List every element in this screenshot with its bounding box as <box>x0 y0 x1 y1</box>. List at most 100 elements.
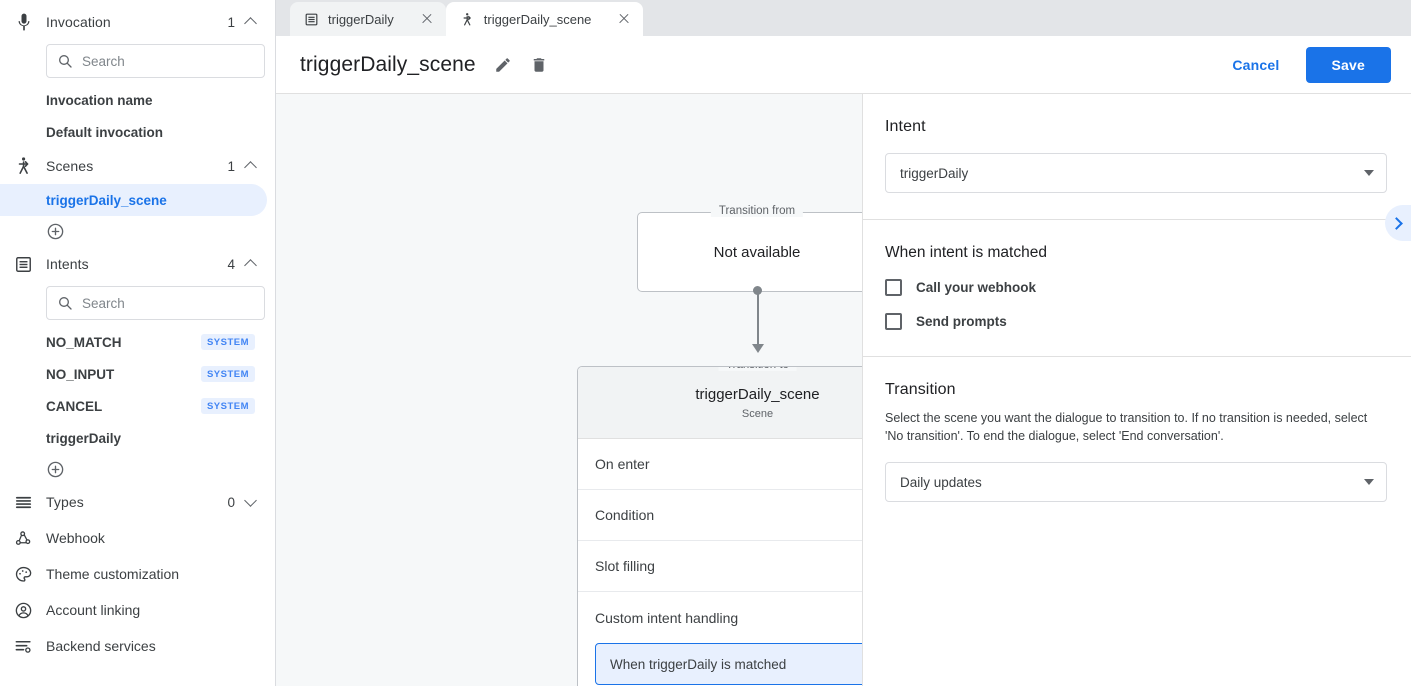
sidebar-item-backend-services[interactable]: Backend services <box>0 628 275 664</box>
custom-intent-handling-header[interactable]: Custom intent handling + <box>578 592 862 643</box>
sidebar-item-label: Account linking <box>46 602 141 618</box>
backend-services-icon <box>14 637 40 656</box>
sidebar-item-label: CANCEL <box>46 398 103 414</box>
scene-node[interactable]: Transition to triggerDaily_scene Scene O… <box>577 366 862 686</box>
chevron-right-icon <box>1390 216 1403 230</box>
connector-line-vertical <box>757 290 759 346</box>
cancel-button[interactable]: Cancel <box>1232 56 1280 73</box>
sidebar-item-label: Webhook <box>46 530 105 546</box>
microphone-icon <box>14 12 40 32</box>
scene-row-condition[interactable]: Condition + <box>578 490 862 541</box>
sidebar-section-count: 1 <box>227 158 235 174</box>
tab-label: triggerDaily_scene <box>483 11 592 27</box>
chevron-up-icon[interactable] <box>245 160 257 172</box>
sidebar-item-label: Default invocation <box>46 124 164 140</box>
sidebar-item-cancel[interactable]: CANCEL SYSTEM <box>0 390 267 422</box>
scene-row-on-enter[interactable]: On enter + <box>578 439 862 490</box>
status-badge: SYSTEM <box>200 334 255 350</box>
types-icon <box>14 493 40 512</box>
sidebar-section-invocation[interactable]: Invocation 1 <box>0 4 275 40</box>
invocation-search[interactable] <box>46 44 265 78</box>
scene-icon <box>14 156 40 176</box>
panel-expand-button[interactable] <box>1385 205 1411 241</box>
close-icon[interactable] <box>418 10 436 28</box>
scene-node-name: triggerDaily_scene <box>695 385 820 403</box>
sidebar-item-triggerdaily[interactable]: triggerDaily <box>0 422 267 454</box>
scene-row-label: Slot filling <box>595 558 655 574</box>
transition-description: Select the scene you want the dialogue t… <box>885 411 1368 444</box>
status-badge: SYSTEM <box>200 366 255 382</box>
plus-circle-icon <box>47 223 64 239</box>
chevron-down-icon <box>1364 170 1374 176</box>
sidebar-item-no-match[interactable]: NO_MATCH SYSTEM <box>0 326 267 358</box>
chevron-down-icon[interactable] <box>245 496 257 508</box>
chevron-down-icon <box>1364 479 1374 486</box>
sidebar-section-intents[interactable]: Intents 4 <box>0 246 275 282</box>
page-header: triggerDaily_scene Cancel Save <box>276 36 1411 94</box>
checkbox-call-your-webhook[interactable]: Call your webhook <box>885 279 1387 296</box>
transition-select-value: Daily updates <box>900 474 982 490</box>
chevron-up-icon[interactable] <box>245 258 257 270</box>
connector-arrow-down <box>752 344 764 353</box>
intent-select[interactable]: triggerDaily <box>885 153 1387 193</box>
sidebar-item-no-input[interactable]: NO_INPUT SYSTEM <box>0 358 267 390</box>
palette-icon <box>14 565 40 584</box>
checkbox-send-prompts[interactable]: Send prompts <box>885 313 1387 330</box>
sidebar-item-label: Theme customization <box>46 566 180 582</box>
sidebar: Invocation 1 Invocation name Default inv… <box>0 0 276 686</box>
scene-row-slot-filling[interactable]: Slot filling + <box>578 541 862 592</box>
transition-select[interactable]: Daily updates <box>885 462 1387 503</box>
sidebar-section-scenes[interactable]: Scenes 1 <box>0 148 275 184</box>
pencil-icon[interactable] <box>494 56 512 74</box>
sidebar-section-types[interactable]: Types 0 <box>0 484 275 520</box>
chevron-up-icon[interactable] <box>245 16 257 28</box>
search-input[interactable] <box>73 294 261 312</box>
transition-from-node[interactable]: Transition from Not available <box>637 205 862 292</box>
tab-label: triggerDaily <box>328 11 394 27</box>
panel-section-transition: Transition Select the scene you want the… <box>863 357 1411 528</box>
add-intent-button[interactable] <box>0 454 275 484</box>
checkbox-box[interactable] <box>885 279 902 296</box>
sidebar-section-label: Intents <box>46 256 89 272</box>
tab-triggerdaily-scene[interactable]: triggerDaily_scene <box>445 2 644 36</box>
sidebar-item-account-linking[interactable]: Account linking <box>0 592 275 628</box>
sidebar-item-default-invocation[interactable]: Default invocation <box>0 116 267 148</box>
checkbox-box[interactable] <box>885 313 902 330</box>
intent-section-title: Intent <box>885 118 926 135</box>
intents-search[interactable] <box>46 286 265 320</box>
webhook-icon <box>14 529 40 548</box>
save-button[interactable]: Save <box>1305 46 1391 83</box>
add-scene-button[interactable] <box>0 216 275 246</box>
intents-icon <box>304 12 324 27</box>
transition-to-legend: Transition to <box>718 367 797 371</box>
sidebar-section-count: 1 <box>227 14 235 30</box>
scene-graph-canvas[interactable]: Transition from Not available Transition… <box>276 94 862 686</box>
sidebar-section-label: Invocation <box>46 14 111 30</box>
transition-from-legend: Transition from <box>710 205 804 217</box>
scene-row-label: On enter <box>595 456 650 472</box>
sidebar-item-label: triggerDaily <box>46 430 122 446</box>
search-icon <box>57 295 73 311</box>
panel-section-when-matched: When intent is matched Call your webhook… <box>863 220 1411 357</box>
search-icon <box>57 53 73 69</box>
search-input[interactable] <box>73 52 261 70</box>
sidebar-section-label: Types <box>46 494 84 510</box>
panel-section-intent: Intent triggerDaily <box>863 94 1411 220</box>
sidebar-item-invocation-name[interactable]: Invocation name <box>0 84 267 116</box>
sidebar-item-webhook[interactable]: Webhook <box>0 520 275 556</box>
intent-handler-chip[interactable]: When triggerDaily is matched <box>595 643 862 685</box>
tab-triggerdaily[interactable]: triggerDaily <box>290 2 446 36</box>
plus-circle-icon <box>47 461 64 477</box>
when-matched-title: When intent is matched <box>885 244 1047 261</box>
checkbox-label: Call your webhook <box>916 280 1037 295</box>
sidebar-item-label: NO_INPUT <box>46 366 115 382</box>
sidebar-item-label: Invocation name <box>46 92 153 108</box>
sidebar-item-theme-customization[interactable]: Theme customization <box>0 556 275 592</box>
close-icon[interactable] <box>615 10 633 28</box>
intents-icon <box>14 255 40 274</box>
sidebar-item-triggerdaily-scene[interactable]: triggerDaily_scene <box>0 184 267 216</box>
tab-strip: triggerDaily triggerDaily_scene <box>276 0 1411 36</box>
trash-icon[interactable] <box>530 56 548 74</box>
sidebar-item-label: Backend services <box>46 638 156 654</box>
